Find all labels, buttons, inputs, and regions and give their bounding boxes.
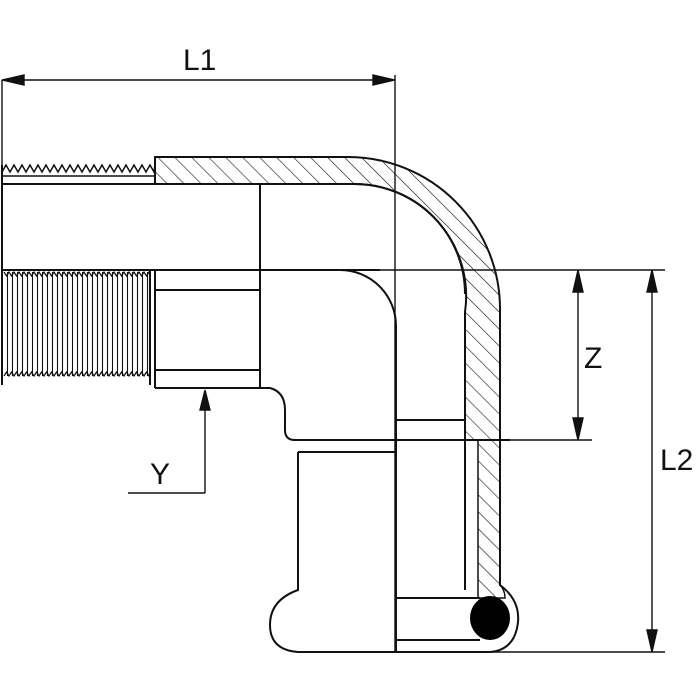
o-ring-seal	[470, 596, 510, 640]
dimension-label-z: Z	[584, 342, 602, 375]
dimension-z	[500, 269, 592, 441]
dimension-label-l1: L1	[183, 44, 216, 77]
left-thread	[3, 270, 151, 385]
leader-label-y: Y	[150, 458, 170, 491]
dimension-l2	[380, 269, 665, 653]
socket-wall	[477, 439, 506, 599]
leader-y	[128, 389, 211, 494]
top-thread	[1, 163, 156, 177]
dimension-label-l2: L2	[660, 444, 693, 477]
seal-ring	[470, 596, 510, 640]
dimension-l1	[1, 74, 396, 652]
fitting-body	[1, 165, 520, 653]
